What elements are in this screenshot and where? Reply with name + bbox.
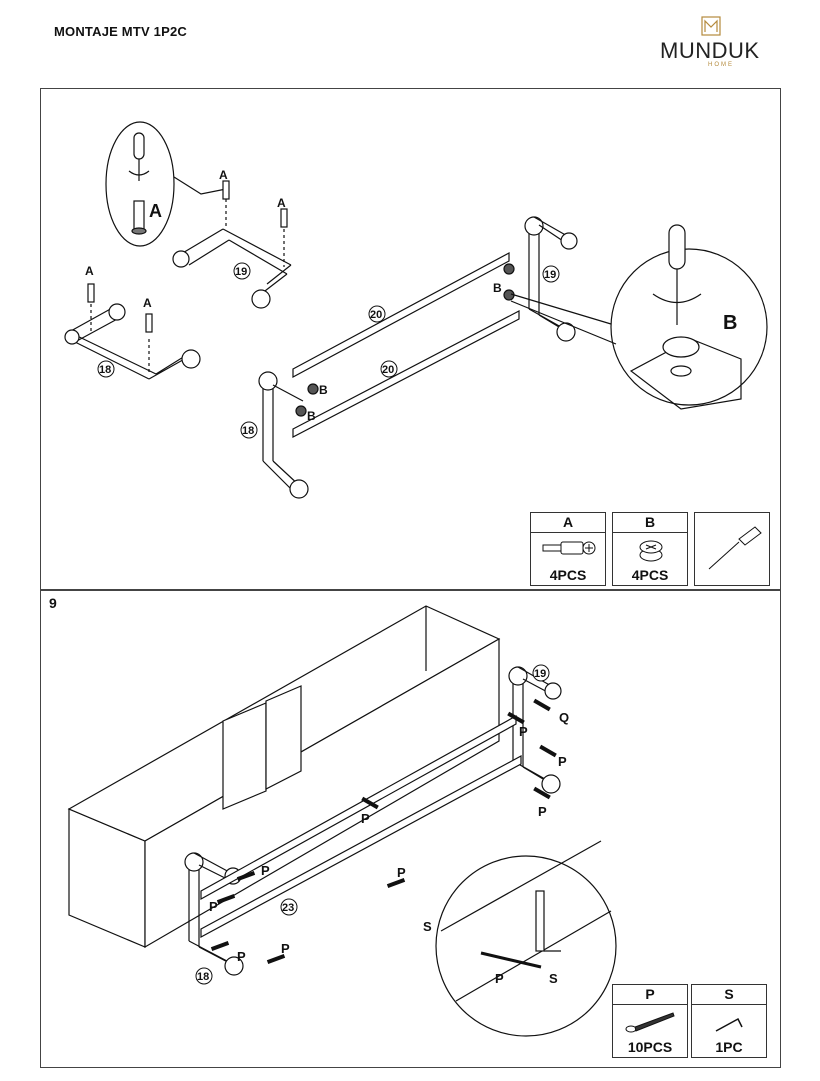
label-a3: A: [85, 264, 94, 278]
legend-part-b-qty: 4PCS: [631, 567, 669, 583]
part-number-20-bottom: 20: [382, 364, 394, 376]
brand-mark-icon: [701, 16, 721, 36]
label-a2: A: [277, 196, 286, 210]
part-number-18: 18: [197, 971, 209, 983]
cam-lock-icon: [639, 540, 663, 562]
part-number-18-left: 18: [99, 364, 111, 376]
label-b1: B: [493, 281, 502, 295]
label-b-zoom: B: [723, 312, 737, 334]
document-title: MONTAJE MTV 1P2C: [54, 24, 187, 39]
label-a-zoom: A: [149, 201, 162, 221]
legend-part-s: S 1PC: [691, 984, 767, 1058]
label-p6: P: [209, 899, 218, 914]
screwdriver-icon: [708, 526, 762, 570]
brand-name: MUNDUK: [660, 38, 760, 63]
label-p4: P: [361, 811, 370, 826]
screw-icon: [625, 1012, 675, 1033]
attach-leg-frame-drawing: Q P P P P P P P P P S P S 19 23 18: [67, 605, 617, 1037]
label-b3: B: [307, 409, 316, 423]
legend-tool-screwdriver: [694, 512, 770, 586]
legend-part-p-qty: 10PCS: [627, 1039, 673, 1055]
part-number-19-left: 19: [235, 266, 247, 278]
label-p-zoom: P: [495, 971, 504, 986]
part-number-18-front: 18: [242, 425, 254, 437]
part-number-19-right: 19: [544, 269, 556, 281]
label-s-zoom: S: [549, 971, 558, 986]
cam-bolt-icon: [542, 541, 596, 555]
label-p2: P: [558, 754, 567, 769]
label-a1: A: [219, 168, 228, 182]
leg-frame-assembly-drawing: A A A A A B B B B 19 18 20 20 19 18: [64, 121, 768, 499]
step-number: 9: [49, 595, 57, 611]
legend-part-a: A 4PCS: [530, 512, 606, 586]
label-p-rail: P: [397, 865, 406, 880]
part-number-19: 19: [534, 668, 546, 680]
brand-subtitle: HOME: [708, 62, 734, 68]
legend-part-b: B 4PCS: [612, 512, 688, 586]
part-number-20-top: 20: [370, 309, 382, 321]
label-p1: P: [519, 724, 528, 739]
legend-part-a-letter: A: [531, 513, 605, 533]
label-s: S: [423, 919, 432, 934]
legend-part-p-letter: P: [613, 985, 687, 1005]
label-p5: P: [261, 863, 270, 878]
legend-part-s-letter: S: [692, 985, 766, 1005]
brand-logo: MUNDUK HOME: [650, 14, 770, 74]
assembly-step-frame-legs: A A A A A B B B B 19 18 20 20 19 18 A: [40, 88, 781, 590]
label-p8: P: [281, 941, 290, 956]
assembly-step-9: 9: [40, 590, 781, 1068]
legend-part-s-qty: 1PC: [715, 1039, 743, 1055]
label-p3: P: [538, 804, 547, 819]
legend-part-p: P 10PCS: [612, 984, 688, 1058]
legend-part-b-letter: B: [613, 513, 687, 533]
label-q: Q: [559, 710, 569, 725]
allen-key-icon: [715, 1017, 743, 1032]
label-p7: P: [237, 949, 246, 964]
label-b2: B: [319, 383, 328, 397]
label-a4: A: [143, 296, 152, 310]
part-number-23: 23: [282, 902, 294, 914]
legend-part-a-qty: 4PCS: [549, 567, 587, 583]
